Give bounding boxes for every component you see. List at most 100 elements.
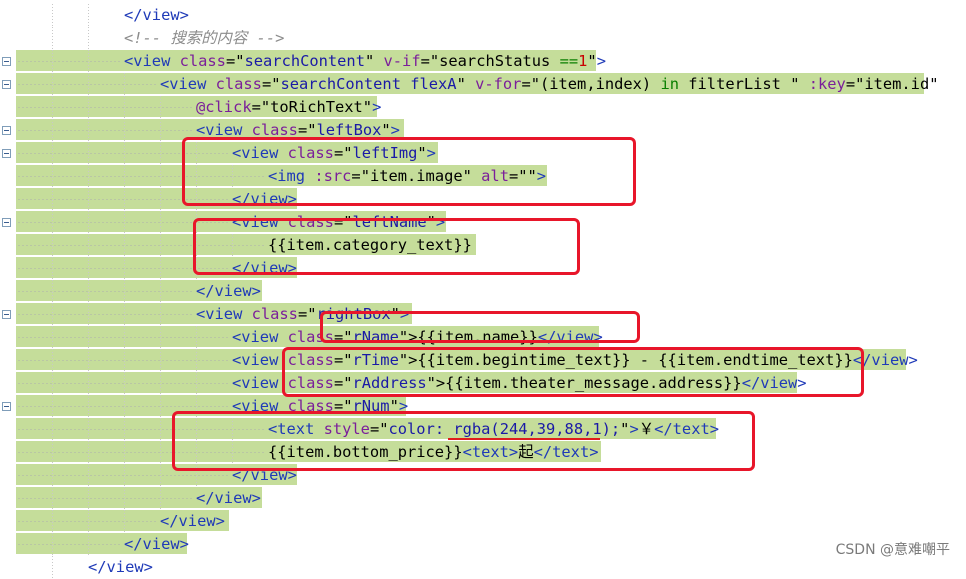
indent-guide <box>52 372 53 395</box>
indent-guide <box>160 119 161 142</box>
code-token: =" <box>333 213 353 231</box>
code-text: <view class="leftBox"> <box>196 119 400 142</box>
code-line[interactable]: </view> <box>0 4 966 27</box>
indent-guide <box>88 27 89 50</box>
code-token: </view> <box>88 558 153 576</box>
code-line[interactable]: {{item.category_text}} <box>0 234 966 257</box>
code-token: 起 <box>518 443 534 461</box>
indent-guide <box>196 165 197 188</box>
indent-guide <box>88 257 89 280</box>
indent-guide <box>88 303 89 326</box>
fold-toggle-icon[interactable] <box>2 57 11 66</box>
code-token: :key <box>808 75 846 93</box>
code-line[interactable]: <view class="leftName"> <box>0 211 966 234</box>
code-token: =" <box>333 351 353 369</box>
code-line[interactable]: </view> <box>0 510 966 533</box>
selection-highlight <box>16 280 262 301</box>
code-line[interactable]: @click="toRichText"> <box>0 96 966 119</box>
code-line[interactable]: </view> <box>0 556 966 579</box>
code-token: alt <box>481 167 509 185</box>
code-line[interactable]: <view class="rNum"> <box>0 395 966 418</box>
code-line[interactable]: <view class="rightBox"> <box>0 303 966 326</box>
code-token: =" <box>369 420 389 438</box>
code-line[interactable]: {{item.bottom_price}}<text>起</text> <box>0 441 966 464</box>
code-token: ">{{item.begintime_text}} - {{item.endti… <box>398 351 853 369</box>
code-token: ="item.image" <box>351 167 482 185</box>
fold-toggle-icon[interactable] <box>2 149 11 158</box>
code-token: <text <box>268 420 324 438</box>
code-text: <view class="rName">{{item.name}}</view> <box>232 326 603 349</box>
code-token: <view <box>232 213 288 231</box>
indent-guide <box>124 441 125 464</box>
indent-guide <box>88 349 89 372</box>
code-token: class <box>251 305 298 323</box>
code-token: {{item.bottom_price}} <box>268 443 463 461</box>
fold-toggle-icon[interactable] <box>2 218 11 227</box>
indent-whitespace-marker <box>18 406 228 407</box>
fold-toggle-icon[interactable] <box>2 126 11 135</box>
fold-toggle-icon[interactable] <box>2 402 11 411</box>
indent-guide <box>160 487 161 510</box>
code-token: ="toRichText" <box>251 98 373 116</box>
code-token: =" <box>333 374 353 392</box>
indent-whitespace-marker <box>18 245 264 246</box>
code-token: class <box>251 121 298 139</box>
indent-whitespace-marker <box>18 429 264 430</box>
code-token: <img <box>268 167 315 185</box>
code-token: </text> <box>533 443 599 461</box>
code-text: <view class="rNum"> <box>232 395 408 418</box>
code-token: <view <box>232 397 288 415</box>
code-line[interactable]: <view class="rTime">{{item.begintime_tex… <box>0 349 966 372</box>
indent-guide <box>124 257 125 280</box>
indent-guide <box>160 257 161 280</box>
code-line[interactable]: <view class="rAddress">{{item.theater_me… <box>0 372 966 395</box>
highlight-box-left-name <box>193 218 580 275</box>
code-token: class <box>287 213 334 231</box>
code-token: rightBox <box>316 305 391 323</box>
indent-guide <box>196 234 197 257</box>
indent-guide <box>88 188 89 211</box>
code-token: > <box>596 52 606 70</box>
fold-toggle-icon[interactable] <box>2 310 11 319</box>
code-token: =" <box>297 305 317 323</box>
indent-guide <box>52 119 53 142</box>
code-token: rNum <box>352 397 390 415</box>
indent-guide <box>124 510 125 533</box>
code-token: class <box>287 144 334 162</box>
indent-guide <box>88 487 89 510</box>
code-line[interactable]: <text style="color: rgba(244,39,88,1);">… <box>0 418 966 441</box>
code-token: class <box>287 351 334 369</box>
code-token: <view <box>124 52 180 70</box>
selection-highlight <box>16 395 406 416</box>
code-token: =" <box>261 75 281 93</box>
highlight-box-r-name <box>320 311 640 343</box>
code-line[interactable]: <img :src="item.image" alt=""> <box>0 165 966 188</box>
indent-whitespace-marker <box>18 130 192 131</box>
code-line[interactable]: <view class="leftImg"> <box>0 142 966 165</box>
code-token: class <box>179 52 226 70</box>
indent-whitespace-marker <box>18 84 156 85</box>
indent-guide <box>88 510 89 533</box>
code-text: <view class="searchContent flexA" v-for=… <box>160 73 938 96</box>
code-token: <view <box>232 351 288 369</box>
code-line[interactable]: <view class="leftBox"> <box>0 119 966 142</box>
code-line[interactable]: <view class="searchContent flexA" v-for=… <box>0 73 966 96</box>
indent-guide <box>52 556 53 579</box>
code-token: leftImg <box>352 144 418 162</box>
indent-guide <box>88 50 89 73</box>
indent-guide <box>160 418 161 441</box>
code-line[interactable]: </view> <box>0 280 966 303</box>
code-token: ="searchStatus <box>420 52 560 70</box>
code-line[interactable]: </view> <box>0 487 966 510</box>
indent-guide <box>160 395 161 418</box>
indent-whitespace-marker <box>18 61 120 62</box>
indent-guide <box>88 73 89 96</box>
code-token: leftName <box>352 213 427 231</box>
fold-toggle-icon[interactable] <box>2 80 11 89</box>
code-line[interactable]: </view> <box>0 533 966 556</box>
code-line[interactable]: <!-- 搜索的内容 --> <box>0 27 966 50</box>
code-line[interactable]: <view class="searchContent" v-if="search… <box>0 50 966 73</box>
indent-guide <box>196 142 197 165</box>
indent-guide <box>88 4 89 27</box>
